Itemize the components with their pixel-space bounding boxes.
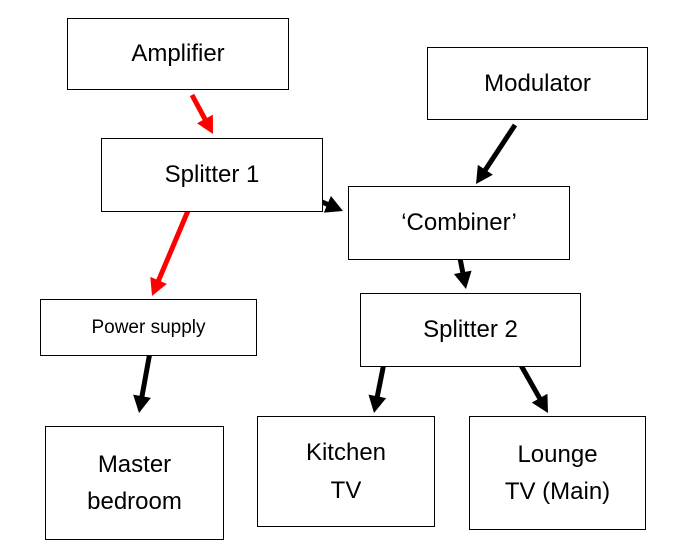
arrowhead <box>197 114 213 134</box>
amplifier-label: Amplifier <box>131 40 225 68</box>
modulator-box: Modulator <box>427 47 648 120</box>
arrowhead <box>323 196 343 213</box>
splitter-1-box: Splitter 1 <box>101 138 323 212</box>
arrow-shaft <box>155 205 193 284</box>
splitter-1-label: Splitter 1 <box>164 161 260 189</box>
splitter-2-label: Splitter 2 <box>423 316 518 344</box>
arrow-power-supply-to-master-bedroom <box>133 351 153 413</box>
arrowhead <box>133 394 151 413</box>
arrowhead <box>150 276 167 296</box>
master-bedroom-box: Master bedroom <box>45 426 224 540</box>
power-supply-label: Power supply <box>91 316 206 338</box>
arrowhead <box>453 270 472 289</box>
arrow-shaft <box>189 93 209 122</box>
kitchen-tv-box: Kitchen TV <box>257 416 435 527</box>
power-supply-box: Power supply <box>40 299 257 356</box>
arrow-shaft <box>482 123 518 173</box>
arrowhead <box>476 164 493 184</box>
arrow-modulator-to-combiner <box>476 123 518 184</box>
combiner-label: ‘Combiner’ <box>401 209 517 237</box>
master-bedroom-label: Master bedroom <box>87 450 182 515</box>
arrowhead <box>531 393 548 413</box>
arrowhead <box>368 394 387 413</box>
arrow-amplifier-to-splitter-1 <box>189 93 213 134</box>
arrow-shaft <box>139 351 153 399</box>
kitchen-tv-label: Kitchen TV <box>305 439 387 504</box>
lounge-tv-label: Lounge TV (Main) <box>504 440 611 505</box>
lounge-tv-box: Lounge TV (Main) <box>469 416 646 530</box>
modulator-label: Modulator <box>484 69 591 97</box>
combiner-box: ‘Combiner’ <box>348 186 570 260</box>
arrow-splitter-1-to-power-supply <box>150 205 193 296</box>
amplifier-box: Amplifier <box>67 18 289 90</box>
splitter-2-box: Splitter 2 <box>360 293 581 367</box>
